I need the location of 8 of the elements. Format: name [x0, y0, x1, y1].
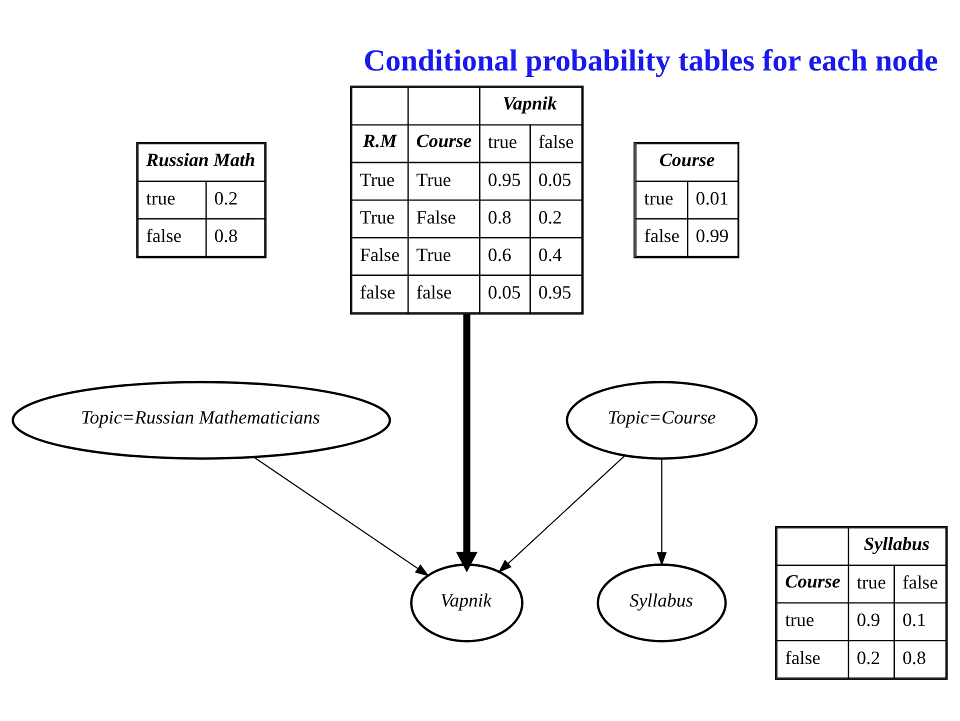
- arrow: [253, 456, 430, 576]
- node-ellipse: Topic=Russian Mathematicians: [12, 380, 392, 460]
- arrow: [456, 314, 478, 572]
- arrow: [498, 454, 626, 572]
- node-ellipse: Syllabus: [596, 563, 727, 642]
- diagram-title: Conditional probability tables for each node: [363, 43, 938, 78]
- arrow: [656, 458, 667, 566]
- node-ellipse: Topic=Course: [566, 380, 758, 460]
